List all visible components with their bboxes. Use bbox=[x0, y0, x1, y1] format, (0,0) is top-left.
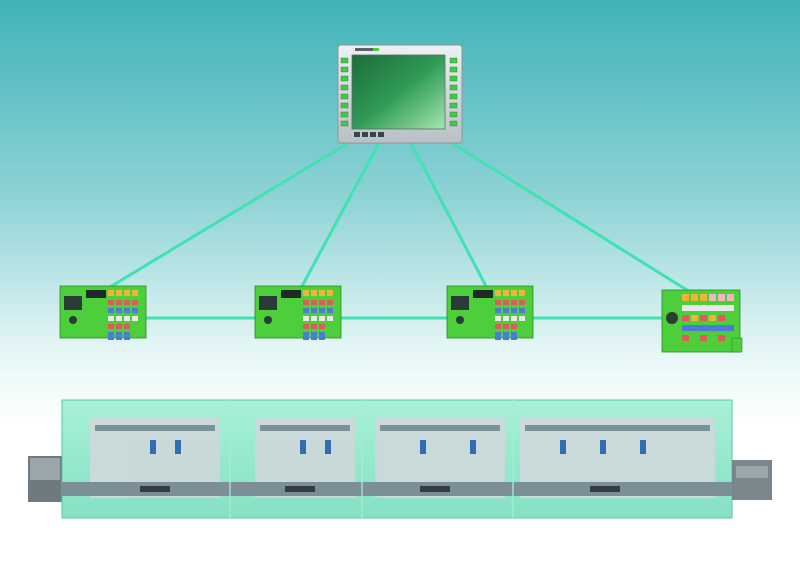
link-hmi-plc-1 bbox=[103, 143, 347, 292]
link-hmi-io-4 bbox=[453, 143, 692, 294]
network-links bbox=[103, 143, 692, 320]
plc-module-icon bbox=[254, 285, 342, 340]
io-module-icon bbox=[661, 289, 743, 353]
link-hmi-plc-2 bbox=[298, 143, 380, 292]
assembly-machine-icon bbox=[28, 399, 772, 519]
plc-module-icon bbox=[59, 285, 147, 340]
link-hmi-plc-3 bbox=[410, 143, 490, 292]
touch-panel-icon bbox=[337, 44, 463, 144]
plc-module-icon bbox=[446, 285, 534, 340]
